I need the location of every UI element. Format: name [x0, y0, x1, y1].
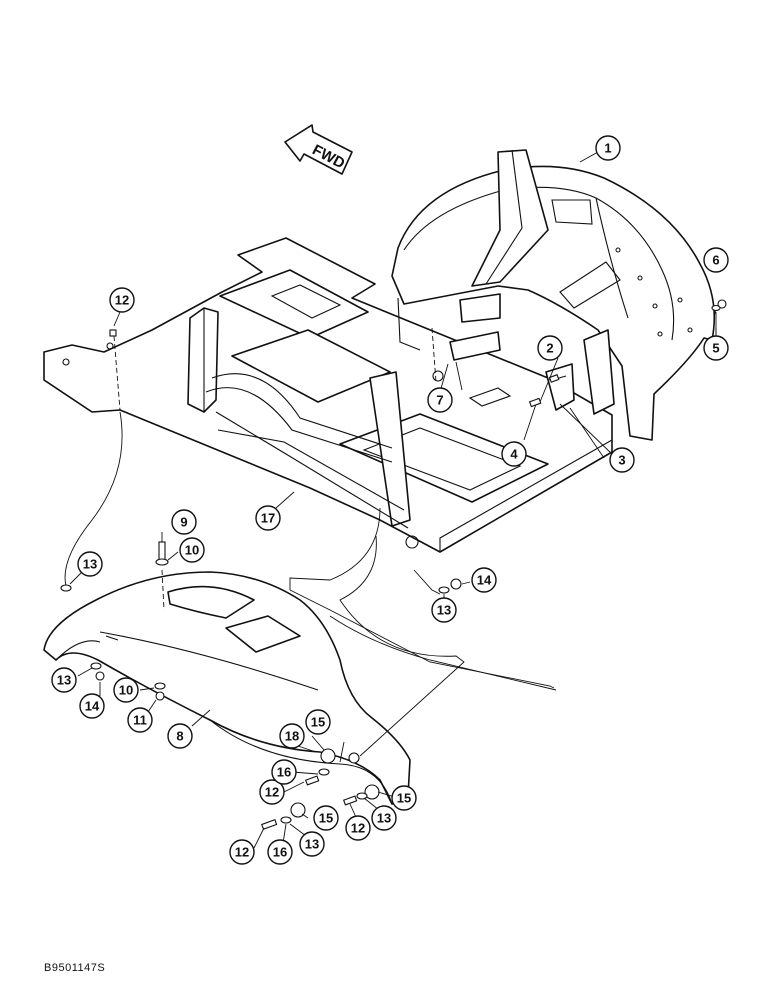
callout-15-center: 15: [313, 805, 339, 831]
svg-text:13: 13: [83, 557, 97, 572]
svg-text:5: 5: [712, 341, 719, 356]
svg-text:12: 12: [265, 785, 279, 800]
callout-15-top: 15: [305, 709, 331, 735]
svg-text:4: 4: [510, 447, 518, 462]
callout-12-mid: 12: [259, 779, 285, 805]
svg-text:17: 17: [261, 511, 275, 526]
callout-8: 8: [167, 723, 193, 749]
callout-5: 5: [703, 335, 729, 361]
svg-text:10: 10: [185, 543, 199, 558]
drawing-reference-code: B9501147S: [44, 962, 106, 974]
callout-14-fender: 14: [79, 693, 105, 719]
svg-text:18: 18: [285, 729, 299, 744]
callout-3: 3: [609, 447, 635, 473]
hardware: [60, 299, 727, 830]
callouts: 1 2 3 4 5 6 7 8 9 10 10 11 12 12 12 12 1…: [51, 135, 729, 865]
svg-text:11: 11: [133, 713, 147, 728]
svg-text:2: 2: [546, 341, 553, 356]
svg-text:16: 16: [273, 845, 287, 860]
callout-12-lower-left: 12: [229, 839, 255, 865]
callout-6: 6: [703, 247, 729, 273]
svg-text:13: 13: [437, 603, 451, 618]
callout-16-mid: 16: [271, 759, 297, 785]
svg-text:14: 14: [85, 699, 100, 714]
callout-10-top: 10: [179, 537, 205, 563]
callout-18: 18: [279, 723, 305, 749]
callout-12-lower-right: 12: [345, 815, 371, 841]
svg-text:9: 9: [180, 515, 187, 530]
svg-text:10: 10: [119, 683, 133, 698]
callout-13-lower-right: 13: [371, 805, 397, 831]
callout-2: 2: [537, 335, 563, 361]
svg-text:7: 7: [436, 393, 443, 408]
svg-text:12: 12: [235, 845, 249, 860]
forward-direction-arrow: FWD: [284, 124, 353, 175]
svg-text:12: 12: [351, 821, 365, 836]
svg-text:13: 13: [305, 837, 319, 852]
svg-text:13: 13: [57, 673, 71, 688]
leader-lines: [64, 151, 717, 763]
svg-text:8: 8: [176, 729, 183, 744]
callout-17: 17: [255, 505, 281, 531]
svg-text:12: 12: [115, 293, 129, 308]
callout-9: 9: [171, 509, 197, 535]
callout-12-top: 12: [109, 287, 135, 313]
callout-10-bottom: 10: [113, 677, 139, 703]
svg-text:1: 1: [604, 141, 611, 156]
callout-13-lower-center: 13: [299, 831, 325, 857]
steering-column-frame: [187, 307, 411, 529]
svg-text:14: 14: [477, 573, 492, 588]
svg-text:6: 6: [712, 253, 719, 268]
svg-text:15: 15: [311, 715, 325, 730]
callout-11: 11: [127, 707, 153, 733]
callout-13-fender: 13: [51, 667, 77, 693]
reflector: [449, 331, 501, 361]
svg-text:3: 3: [618, 453, 625, 468]
callout-1: 1: [595, 135, 621, 161]
callout-4: 4: [501, 441, 527, 467]
callout-13-right: 13: [431, 597, 457, 623]
callout-16-lower: 16: [267, 839, 293, 865]
svg-text:16: 16: [277, 765, 291, 780]
svg-text:13: 13: [377, 811, 391, 826]
rear-fender: [391, 149, 716, 441]
svg-text:15: 15: [319, 811, 333, 826]
callout-14-right: 14: [471, 567, 497, 593]
svg-text:15: 15: [397, 791, 411, 806]
front-fender-shield: [43, 571, 411, 805]
callout-15-right: 15: [391, 785, 417, 811]
callout-13-left: 13: [77, 551, 103, 577]
callout-7: 7: [427, 387, 453, 413]
